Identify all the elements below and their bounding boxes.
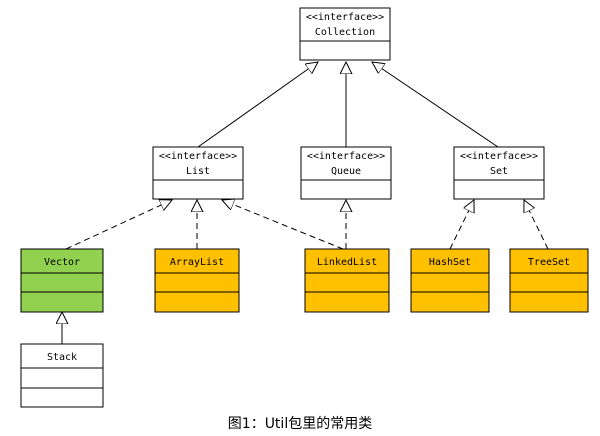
node-queue: <<interface>> Queue: [300, 146, 392, 200]
node-arraylist-name: ArrayList: [170, 257, 224, 268]
node-hashset-name: HashSet: [429, 257, 471, 268]
node-linkedlist: LinkedList: [304, 248, 390, 313]
edge-set-collection: [372, 62, 499, 148]
node-vector-name: Vector: [44, 257, 80, 268]
node-queue-stereotype: <<interface>>: [307, 151, 385, 162]
edges: [62, 62, 549, 344]
node-list-name: List: [186, 166, 210, 177]
node-vector: Vector: [20, 248, 104, 313]
node-stack: Stack: [20, 343, 104, 408]
node-set-name: Set: [490, 166, 508, 177]
node-arraylist: ArrayList: [154, 248, 240, 313]
edge-hashset-set: [449, 200, 474, 250]
node-hashset: HashSet: [410, 248, 490, 313]
node-linkedlist-name: LinkedList: [317, 257, 377, 268]
edge-vector-list: [65, 200, 172, 250]
edge-list-collection: [197, 62, 318, 148]
node-treeset: TreeSet: [509, 248, 589, 313]
node-set: <<interface>> Set: [453, 146, 545, 200]
node-queue-name: Queue: [331, 166, 361, 177]
node-set-stereotype: <<interface>>: [460, 151, 538, 162]
edge-linkedlist-list: [222, 200, 344, 250]
node-collection-name: Collection: [315, 27, 375, 38]
figure-caption: 图1：Util包里的常用类: [228, 416, 372, 432]
node-collection: <<interface>> Collection: [299, 7, 391, 61]
edge-treeset-set: [524, 200, 549, 250]
node-treeset-name: TreeSet: [528, 257, 570, 268]
node-list-stereotype: <<interface>>: [159, 151, 237, 162]
node-stack-name: Stack: [47, 352, 77, 363]
node-list: <<interface>> List: [152, 146, 244, 200]
node-collection-stereotype: <<interface>>: [306, 12, 384, 23]
